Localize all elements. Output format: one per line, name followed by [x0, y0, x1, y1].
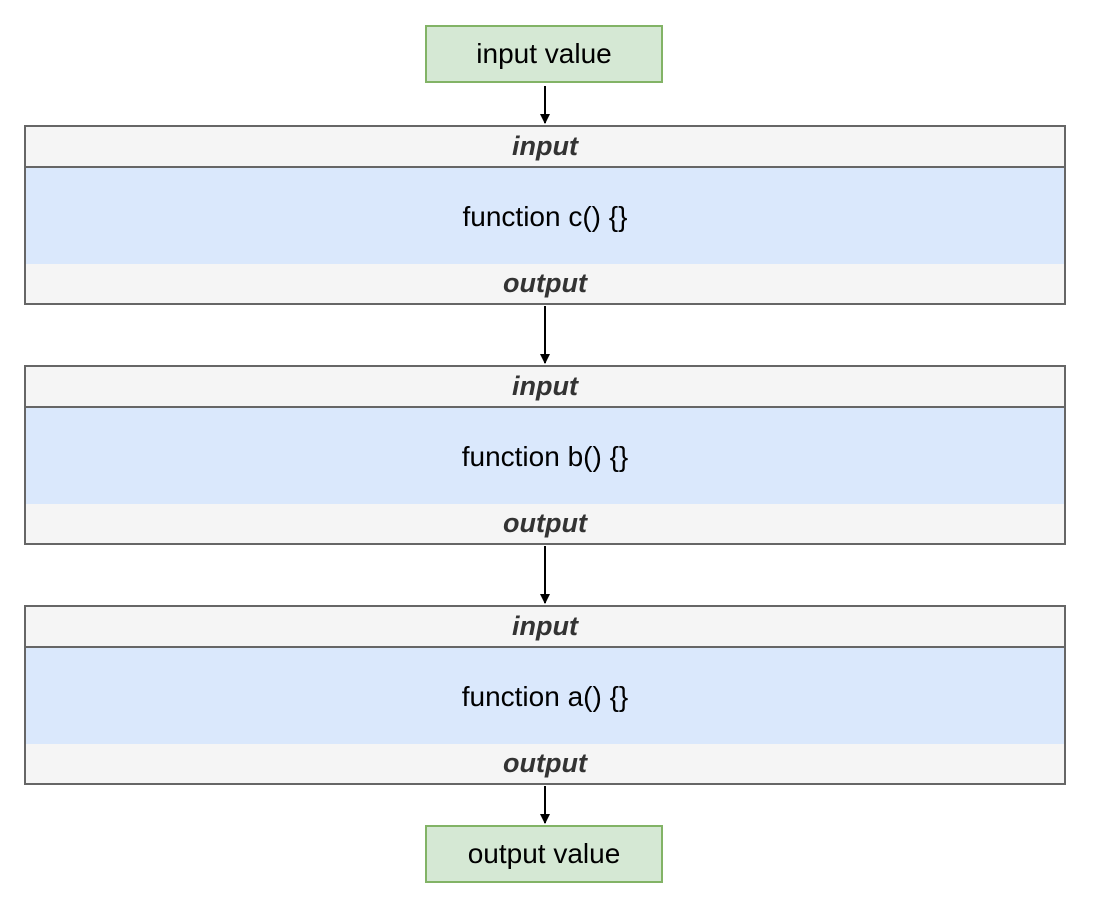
function-a-output-band: output — [26, 744, 1064, 783]
function-a-label: function a() {} — [461, 681, 629, 712]
function-c-body: function c() {} — [26, 166, 1064, 268]
function-a-block: input function a() {} output — [24, 605, 1066, 785]
function-a-body: function a() {} — [26, 646, 1064, 748]
function-a-input-band: input — [26, 607, 1064, 646]
output-value-node: output value — [425, 825, 663, 883]
input-value-label: input value — [476, 38, 612, 69]
function-a-input-label: input — [512, 611, 578, 641]
function-b-label: function b() {} — [461, 441, 629, 472]
function-b-body: function b() {} — [26, 406, 1064, 508]
function-b-input-band: input — [26, 367, 1064, 406]
function-c-block: input function c() {} output — [24, 125, 1066, 305]
function-b-block: input function b() {} output — [24, 365, 1066, 545]
function-c-input-label: input — [512, 131, 578, 161]
function-c-label: function c() {} — [462, 201, 628, 232]
function-b-output-label: output — [503, 508, 587, 538]
function-b-input-label: input — [512, 371, 578, 401]
function-c-input-band: input — [26, 127, 1064, 166]
output-value-label: output value — [467, 838, 621, 869]
function-a-output-label: output — [503, 748, 587, 778]
function-b-output-band: output — [26, 504, 1064, 543]
function-c-output-band: output — [26, 264, 1064, 303]
input-value-node: input value — [425, 25, 663, 83]
function-c-output-label: output — [503, 268, 587, 298]
